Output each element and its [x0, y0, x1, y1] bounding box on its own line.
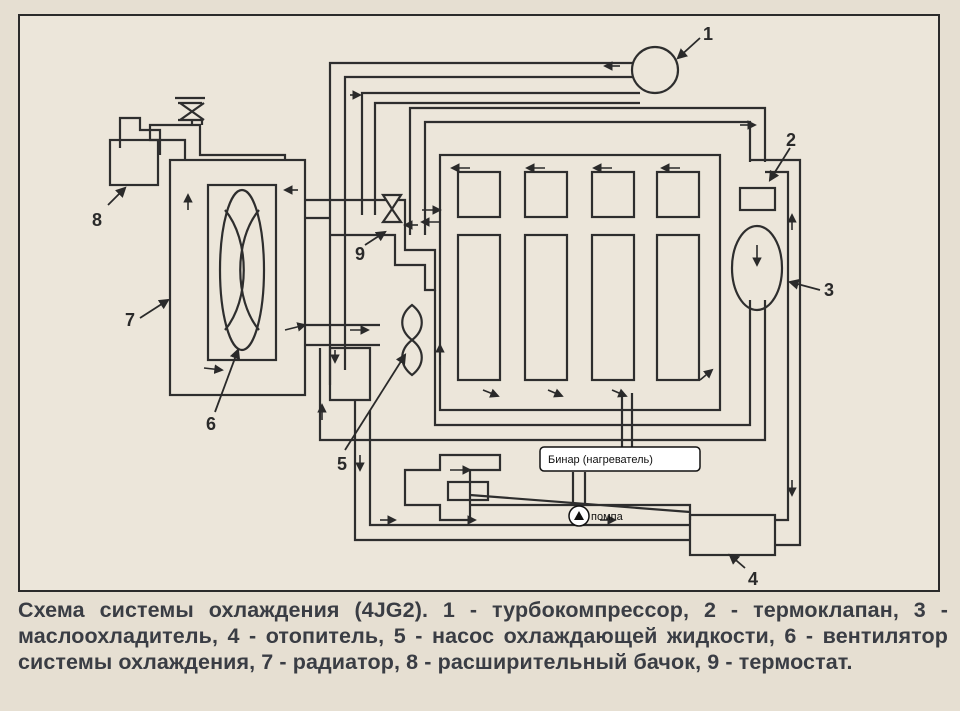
thermoclapan-2	[738, 186, 777, 212]
binar-pipe-2	[571, 472, 587, 505]
label-4: 4	[748, 569, 758, 589]
tank-hose	[118, 116, 162, 155]
label-3: 3	[824, 280, 834, 300]
engine-block-outer	[318, 106, 767, 442]
cylinder-top-2	[523, 170, 569, 219]
turbo-pipe-3	[360, 91, 640, 215]
left-block-inner	[446, 480, 490, 502]
cooling-diagram: Бинар (нагреватель) помпа 1 2 3 4 5 6 7 …	[92, 24, 834, 589]
water-jacket	[438, 153, 722, 412]
binar-label: Бинар (нагреватель)	[548, 454, 653, 466]
radiator-inner	[206, 183, 278, 362]
label-5: 5	[337, 454, 347, 474]
radiator-hose-up	[148, 123, 287, 160]
binar-pipe-1	[620, 393, 634, 448]
oil-cooler-3	[730, 224, 784, 312]
heater-loop-outer	[353, 400, 690, 542]
left-block	[403, 453, 502, 522]
turbo-pipe-inner	[343, 75, 640, 370]
label-2: 2	[786, 130, 796, 150]
figure-caption: Схема системы охлаждения (4JG2). 1 - тур…	[18, 598, 948, 674]
turbocharger-1	[630, 45, 680, 95]
cylinder-3	[590, 233, 636, 382]
label-9: 9	[355, 244, 365, 264]
cylinder-2	[523, 233, 569, 382]
cap-valve	[175, 96, 205, 125]
turbo-pipe-outer	[328, 61, 640, 385]
pump-box	[328, 346, 372, 402]
heater-pipes-top	[469, 493, 692, 520]
fan-blade-inner	[224, 209, 260, 331]
cylinder-1	[456, 233, 502, 382]
label-1: 1	[703, 24, 713, 44]
pump-label: помпа	[591, 511, 624, 523]
turbo-pipe-4	[373, 101, 640, 215]
heater-4	[688, 513, 777, 557]
cylinder-top-3	[590, 170, 636, 219]
radiator-upper-pipe	[305, 198, 330, 220]
right-pipe-outer	[750, 158, 802, 547]
cylinder-top-1	[456, 170, 502, 219]
engine-block-inner	[423, 120, 752, 427]
radiator-lower-pipe	[305, 323, 380, 347]
expansion-tank	[108, 138, 160, 187]
cylinder-4	[655, 233, 701, 382]
thermostat-valve	[380, 193, 404, 224]
binar-box	[539, 446, 701, 472]
pump-triangle	[574, 511, 584, 520]
fan-blade	[218, 188, 266, 352]
right-pipe-inner	[765, 170, 790, 522]
cylinder-top-4	[655, 170, 701, 219]
radiator-outer	[168, 158, 307, 397]
pump-impeller	[401, 303, 423, 377]
label-8: 8	[92, 210, 102, 230]
label-7: 7	[125, 310, 135, 330]
label-6: 6	[206, 414, 216, 434]
